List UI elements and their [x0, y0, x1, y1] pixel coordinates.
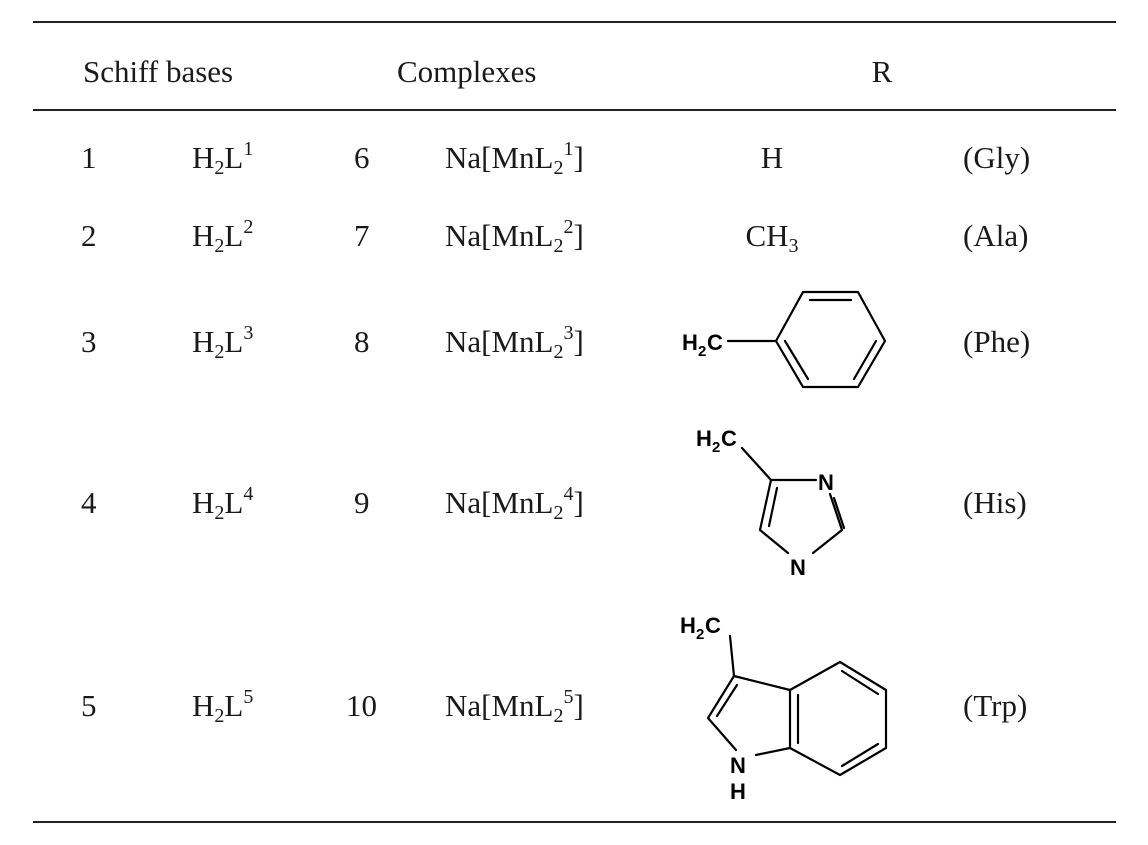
structure-bond: [740, 446, 773, 482]
structure-bond: [732, 674, 792, 692]
ligand-formula: H2L4: [192, 483, 254, 524]
structure-bond: [852, 339, 878, 381]
imidazolylmethyl-structure: H 2 C N N: [690, 418, 860, 583]
header-complexes: Complexes: [397, 54, 537, 89]
indolylmethyl-structure: H 2 C N H: [672, 600, 897, 805]
ligand-formula: H2L2: [192, 216, 254, 257]
amino-acid-label: (Ala): [963, 218, 1029, 253]
structure-label: 2: [712, 439, 720, 456]
structure-bond: [758, 478, 790, 555]
structure-label: N: [818, 470, 834, 495]
structure-bond: [832, 496, 846, 530]
amino-acid-label: (Phe): [963, 324, 1031, 359]
structure-label: H: [680, 613, 696, 638]
header-schiff-bases: Schiff bases: [83, 54, 234, 89]
amino-acid-label: (Gly): [963, 140, 1031, 175]
schiff-base-number: 3: [81, 324, 97, 359]
complex-formula: Na[MnL22]: [445, 216, 584, 257]
structure-bond: [715, 683, 739, 718]
structure-label: C: [705, 613, 721, 638]
structure-bond: [788, 660, 888, 777]
complex-number: 6: [354, 140, 370, 175]
complex-formula: Na[MnL24]: [445, 483, 584, 524]
complex-number: 9: [354, 485, 370, 520]
schiff-base-number: 1: [81, 140, 97, 175]
table-header-rule: [33, 109, 1116, 111]
structure-bond: [783, 339, 810, 381]
structure-label: C: [721, 426, 737, 451]
structure-label: 2: [696, 626, 704, 643]
structure-label: H: [696, 426, 712, 451]
r-group-text: CH3: [745, 218, 799, 257]
structure-label: H: [730, 779, 746, 804]
r-group-text: H: [760, 140, 784, 175]
structure-label: C: [707, 330, 723, 355]
header-r: R: [871, 54, 893, 89]
structure-bond: [811, 492, 844, 555]
ligand-formula: H2L3: [192, 322, 254, 363]
structure-label: N: [790, 555, 806, 580]
table-top-rule: [33, 21, 1116, 23]
complex-number: 8: [354, 324, 370, 359]
benzyl-structure: H 2 C: [670, 280, 895, 395]
structure-label: H: [682, 330, 698, 355]
structure-bond: [767, 486, 779, 528]
structure-label: 2: [698, 343, 706, 360]
complex-formula: Na[MnL21]: [445, 138, 584, 179]
structure-bond: [774, 290, 887, 389]
ligand-formula: H2L5: [192, 686, 254, 727]
structure-bond: [754, 746, 792, 757]
schiff-base-number: 2: [81, 218, 97, 253]
amino-acid-label: (Trp): [963, 688, 1028, 723]
complex-formula: Na[MnL23]: [445, 322, 584, 363]
structure-bond: [840, 669, 880, 696]
schiff-base-number: 5: [81, 688, 97, 723]
complex-formula: Na[MnL25]: [445, 686, 584, 727]
complex-number: 7: [354, 218, 370, 253]
structure-bond: [840, 742, 880, 768]
table-bottom-rule: [33, 821, 1116, 823]
structure-bond: [706, 674, 738, 752]
complex-number: 10: [346, 688, 377, 723]
structure-label: N: [730, 753, 746, 778]
ligand-formula: H2L1: [192, 138, 254, 179]
amino-acid-label: (His): [963, 485, 1027, 520]
structure-bond: [728, 634, 736, 678]
schiff-base-number: 4: [81, 485, 97, 520]
